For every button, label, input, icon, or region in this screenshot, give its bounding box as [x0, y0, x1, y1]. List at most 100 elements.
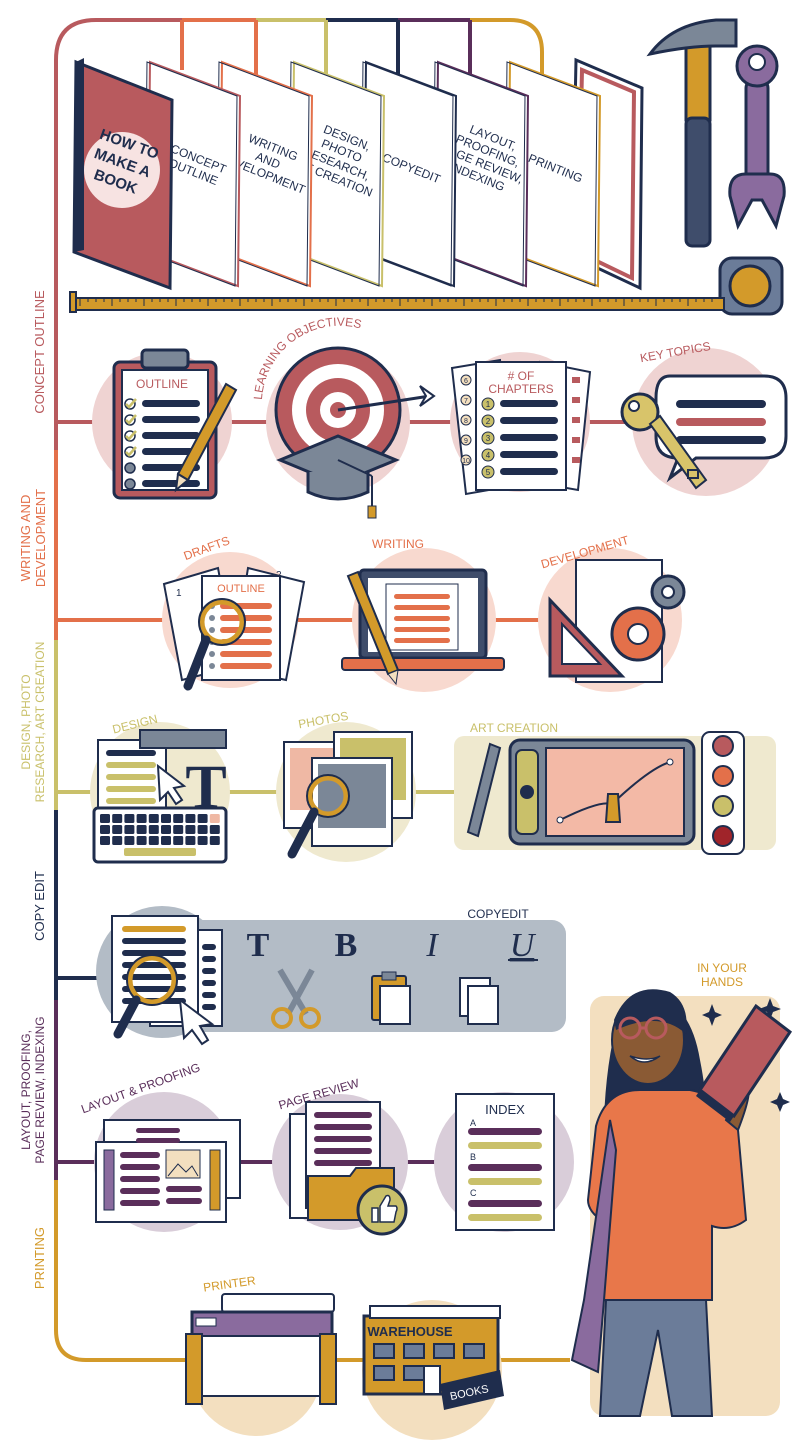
chapter-bullet: [481, 465, 495, 479]
text-line: [106, 774, 156, 780]
stage-label-layout: LAYOUT, PROOFING,PAGE REVIEW, INDEXING: [19, 1016, 47, 1163]
text-line: [120, 1152, 160, 1158]
list-item: [220, 663, 272, 669]
hammer-icon: [646, 18, 738, 248]
ruler-icon: [69, 291, 725, 313]
text-line: [106, 762, 156, 768]
stage-label-writing: WRITING ANDDEVELOPMENT: [18, 489, 48, 587]
scissors-icon: [271, 968, 321, 1029]
printer-icon: [185, 1293, 337, 1405]
text-line: [202, 944, 216, 950]
design-row: DESIGN T PHOTOS ART CREATION: [90, 709, 776, 864]
chapter-side-number: 7: [464, 398, 468, 405]
bullet: [209, 663, 215, 669]
index-letter-b: B: [470, 1152, 476, 1162]
text-line: [106, 786, 156, 792]
text-line: [120, 1164, 160, 1170]
laptop-icon: [341, 568, 505, 671]
index-entry: [468, 1200, 542, 1207]
keyboard-key: [197, 814, 208, 823]
text-line: [166, 1198, 202, 1204]
text-line: [314, 1148, 372, 1154]
text-line: WRITING AND: [18, 495, 33, 582]
text-line: [394, 627, 450, 632]
text-line: [202, 956, 216, 962]
layout-spread-icon: [95, 1119, 241, 1223]
header-frame: [54, 18, 544, 422]
keyboard-key: [112, 825, 123, 834]
text-line: [136, 1128, 180, 1133]
chapter-line: [572, 437, 580, 443]
keyboard-key: [185, 825, 196, 834]
target-icon: [274, 346, 436, 474]
text-line: [122, 974, 186, 980]
index-icon: INDEX A B C: [455, 1093, 555, 1231]
chapter-line: [572, 377, 580, 383]
copyedit-row: COPYEDIT T B I U: [96, 906, 566, 1046]
text-line: [120, 1200, 160, 1206]
keyboard-key: [112, 814, 123, 823]
cursor-icon: [156, 763, 187, 806]
window: [373, 1343, 395, 1359]
chapter-line: [500, 417, 558, 424]
check-icon: [125, 414, 137, 425]
keyboard-key: [100, 836, 110, 845]
text-line: PAGE REVIEW, INDEXING: [33, 1016, 47, 1163]
text-line: [202, 968, 216, 974]
text-line: [314, 1136, 372, 1142]
book-pages: PRINTING LAYOUT,PROOFING,PAGE REVIEW,IND…: [72, 57, 644, 291]
chapter-side-number: 10: [462, 458, 470, 465]
format-italic-letter: I: [425, 927, 439, 964]
index-title: INDEX: [485, 1102, 525, 1117]
list-item: [220, 615, 272, 621]
books-sign: BOOKS: [440, 1370, 504, 1410]
chapter-bullet: [460, 414, 472, 426]
warehouse-icon: WAREHOUSE BOOKS: [362, 1305, 504, 1410]
chapter-bullet: [481, 397, 495, 411]
chapter-bullet: [460, 394, 472, 406]
keyboard-key: [148, 836, 159, 845]
list-item: [142, 400, 200, 407]
text-line: DESIGN, PHOTO: [19, 674, 33, 769]
text-line: [394, 605, 450, 610]
window: [433, 1343, 455, 1359]
text-line: [122, 950, 186, 956]
clipboard-icon: OUTLINE: [112, 348, 218, 500]
book-front-cover: HOW TOMAKE ABOOK: [72, 58, 174, 291]
chapter-line: [500, 434, 558, 441]
check-icon: [125, 398, 137, 409]
check-icon: [125, 446, 137, 457]
bullet: [209, 627, 215, 633]
chapter-line: [572, 397, 580, 403]
chapter-number: 2: [486, 417, 491, 426]
spacebar: [124, 848, 196, 856]
keyboard-key: [136, 836, 147, 845]
chapter-number: 3: [486, 434, 491, 443]
list-item: [142, 480, 200, 487]
keyboard-key: [173, 825, 184, 834]
held-book-icon: [696, 1003, 793, 1122]
printing-row: PRINTER WAREHOUSE BOOKS: [185, 1273, 504, 1440]
keyboard-key: [136, 825, 147, 834]
text-line: [202, 980, 216, 986]
keyboard-key: [100, 825, 110, 834]
chapter-side-number: 8: [464, 418, 468, 425]
index-entry: [468, 1164, 542, 1171]
text-line: HANDS: [701, 975, 743, 989]
keyboard-key: [185, 814, 196, 823]
keyboard-key: [124, 814, 135, 823]
keyboard-key: [136, 814, 147, 823]
text-line: [122, 938, 186, 944]
text-line: [202, 1004, 216, 1010]
page-copyedit: COPYEDIT: [360, 60, 458, 288]
index-letter-c: C: [470, 1188, 477, 1198]
text-line: [166, 1186, 202, 1192]
check-icon: [125, 430, 137, 441]
keyboard-key: [124, 836, 135, 845]
keyboard-key: [173, 836, 184, 845]
page-design: DESIGN,PHOTORESEARCH,ART CREATION: [288, 60, 386, 288]
